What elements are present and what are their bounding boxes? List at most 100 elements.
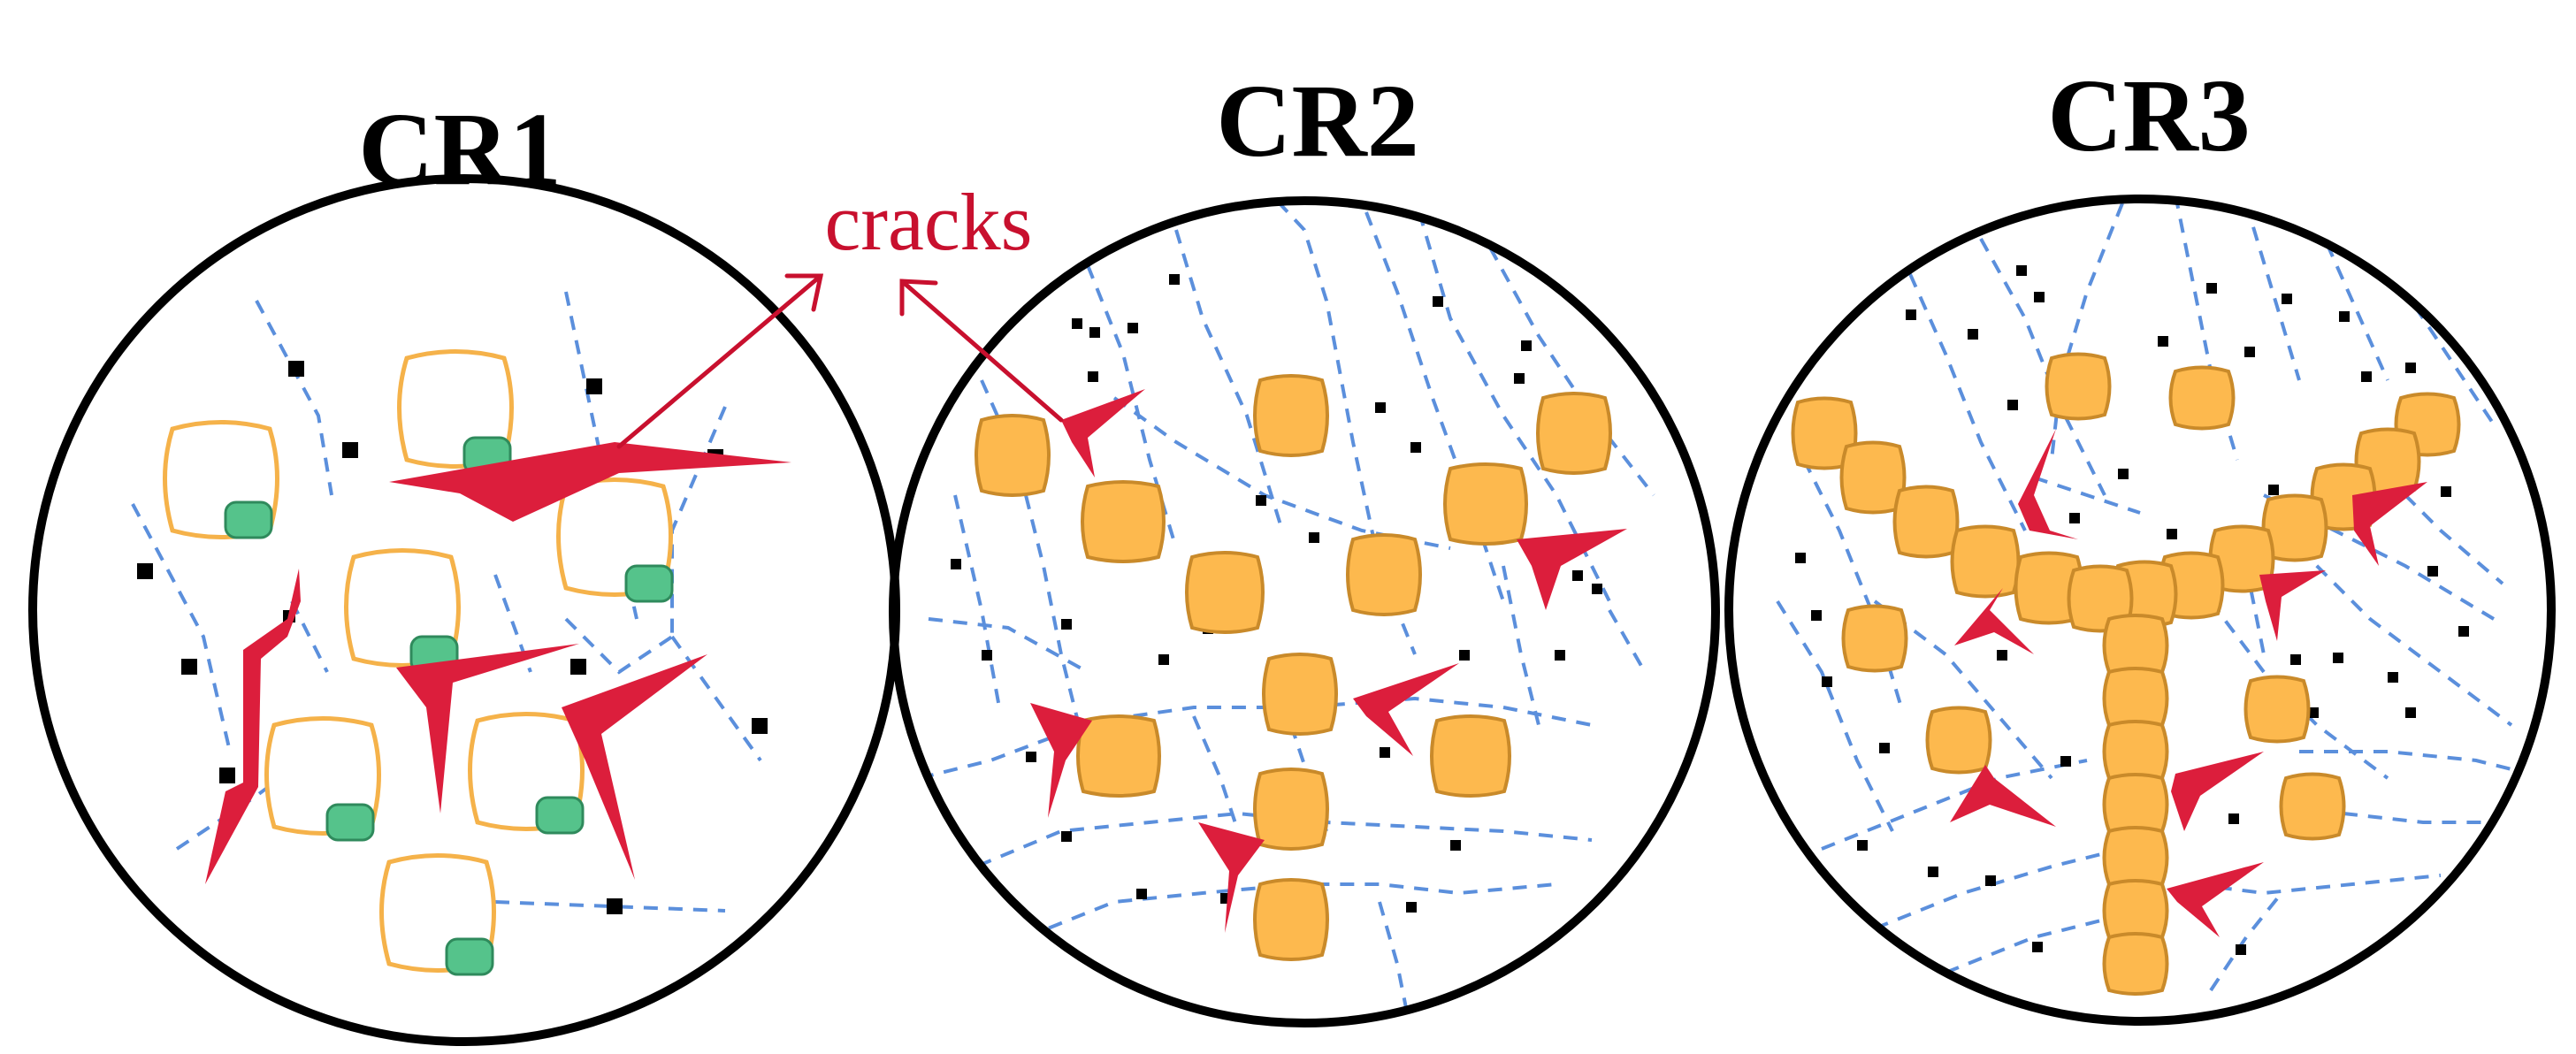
dot [2405, 707, 2416, 718]
green-particle [624, 564, 674, 603]
particle [2102, 879, 2169, 943]
panel-cr1 [28, 174, 900, 1046]
dot [570, 659, 586, 675]
dot [1521, 340, 1532, 351]
crack-marker [1353, 663, 1459, 756]
crack-marker [1950, 765, 2056, 827]
crack-marker [1061, 389, 1145, 477]
dot [2016, 265, 2027, 276]
cr3-dots [1795, 265, 2469, 955]
dot [2282, 294, 2292, 304]
panel-cr2 [889, 196, 1720, 1027]
crack-marker [1517, 529, 1627, 610]
particle [1253, 878, 1329, 961]
dot [1822, 676, 1832, 687]
dot [1433, 296, 1443, 307]
cr1-cracks [205, 442, 791, 884]
dot [951, 559, 961, 569]
crack-marker [1954, 588, 2034, 654]
cr3-cracks [1950, 429, 2427, 937]
dot [1026, 752, 1036, 762]
dot [1572, 570, 1583, 581]
dot [2167, 529, 2177, 539]
dot [2032, 942, 2043, 952]
particle [1253, 768, 1329, 851]
panel-title-cr3: CR3 [2047, 57, 2251, 173]
dot [1555, 650, 1565, 661]
dot [219, 768, 235, 783]
panel-title-cr2: CR2 [1216, 63, 1419, 179]
crack-marker [2171, 752, 2264, 831]
particle [2243, 675, 2311, 744]
dot [1968, 329, 1978, 340]
particle [2168, 365, 2236, 431]
green-particle [325, 803, 375, 842]
particle [1536, 392, 1612, 475]
dot [1127, 323, 1138, 333]
dot [2236, 944, 2246, 955]
cr2-particles [975, 374, 1612, 961]
crack-marker [396, 644, 579, 813]
dot [1592, 584, 1602, 594]
green-particle [535, 796, 585, 835]
dot [1514, 373, 1525, 384]
particle [1841, 604, 1908, 673]
crack-marker [2352, 482, 2427, 566]
cracks-annotation-arrows [616, 273, 1064, 449]
cr2-cracks [1030, 389, 1627, 933]
dot [1256, 495, 1266, 506]
dot [1380, 747, 1390, 758]
arrow-to-cr2-crack [899, 279, 1064, 423]
dot [1410, 442, 1421, 453]
dot [1072, 318, 1082, 329]
cr3-particles [1791, 352, 2461, 996]
dot [1089, 327, 1100, 338]
crack-marker [562, 654, 707, 880]
dot [1450, 840, 1461, 851]
particle [2102, 720, 2169, 783]
dot [2441, 486, 2451, 497]
dot [1857, 840, 1868, 851]
particle [1081, 480, 1166, 563]
dot [752, 718, 768, 734]
dot [607, 898, 623, 914]
particle [1346, 533, 1422, 616]
dot [2060, 756, 2071, 767]
panel-title-cr1: CR1 [358, 91, 562, 207]
dot [1061, 831, 1072, 842]
dot [1928, 867, 1938, 877]
dot [1811, 610, 1822, 621]
dot [1985, 875, 1996, 886]
arrowhead-cr2 [899, 279, 938, 317]
cr3-sample-circle [1724, 195, 2556, 1026]
dot [2388, 672, 2398, 683]
particle [2045, 352, 2112, 421]
particle [1443, 462, 1528, 546]
particle [2102, 932, 2169, 996]
crack-marker [389, 442, 791, 522]
dot [2118, 469, 2129, 479]
arrowhead-cr1 [784, 273, 824, 312]
dot [2308, 707, 2319, 718]
particle [1185, 551, 1265, 634]
particle [1925, 706, 1992, 775]
dot [342, 442, 358, 458]
crack-marker [1198, 822, 1265, 933]
particle [2102, 773, 2169, 836]
dot [2427, 566, 2438, 577]
particle [2102, 614, 2169, 677]
dot [2290, 654, 2301, 665]
crack-marker [205, 569, 301, 884]
dot [1309, 532, 1319, 543]
dot [1375, 402, 1386, 413]
crack-marker [2259, 570, 2326, 641]
dot [137, 563, 153, 579]
dot [1879, 743, 1890, 753]
dot [2333, 653, 2343, 663]
dot [2007, 400, 2018, 410]
particle [1950, 524, 2021, 599]
dot [2339, 311, 2350, 322]
dot [982, 650, 992, 661]
dot [2069, 513, 2080, 523]
